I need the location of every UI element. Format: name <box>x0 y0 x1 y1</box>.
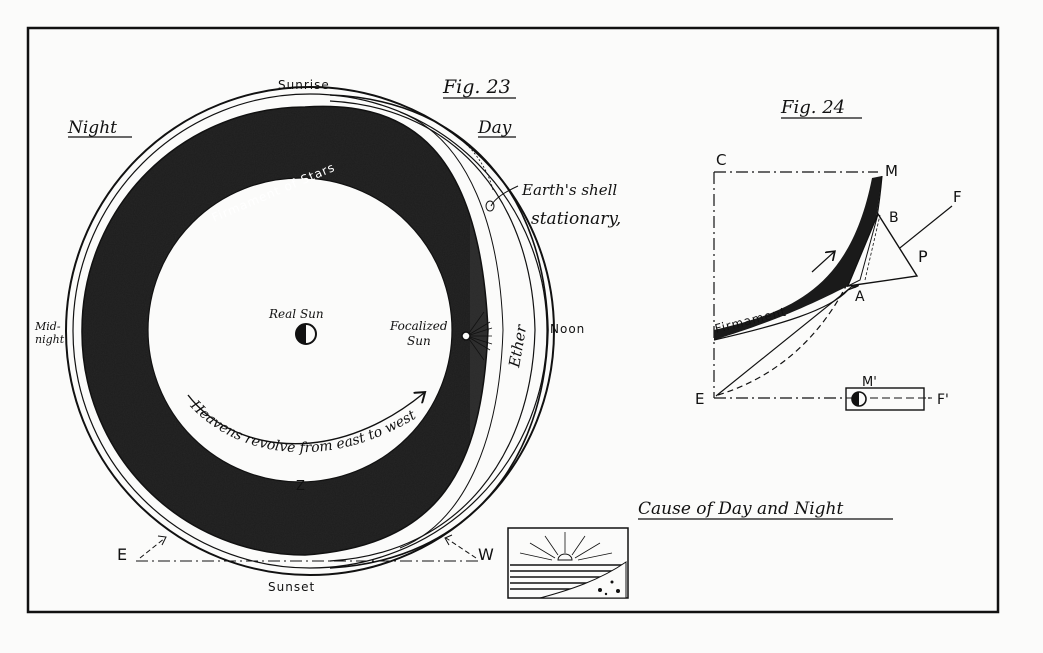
focalized-sun-label-2: Sun <box>407 334 431 348</box>
midnight-label-1: Mid- <box>34 320 61 333</box>
point-c-label: C <box>716 151 726 169</box>
day-label: Day <box>477 118 512 138</box>
sunrise-inset <box>507 527 629 599</box>
fig24-diagram <box>713 171 953 411</box>
fig23-title: Fig. 23 <box>442 76 511 98</box>
sunset-label: Sunset <box>268 580 315 594</box>
outer-frame <box>26 26 1000 614</box>
real-sun-label: Real Sun <box>268 307 324 321</box>
point-f-label: F <box>953 188 962 206</box>
point-a-label: A <box>855 289 865 305</box>
west-label: W <box>478 545 494 564</box>
point-e-label: E <box>695 390 704 408</box>
east-label: E <box>117 545 127 564</box>
real-sun-icon <box>295 323 317 345</box>
earth-shell-label-1: Earth's shell <box>521 181 617 199</box>
point-b-label: B <box>889 210 899 226</box>
curved-path <box>717 179 881 396</box>
fig23-diagram <box>60 86 555 576</box>
point-p-label: P <box>918 247 928 266</box>
zenith-label: Z <box>296 479 305 494</box>
point-m-label: M <box>885 162 898 180</box>
noon-label: Noon <box>550 322 585 336</box>
fig24-firmament-band <box>714 176 882 340</box>
point-m-prime-label: M' <box>862 375 877 390</box>
fig24-title: Fig. 24 <box>780 97 845 118</box>
point-f-prime-label: F' <box>937 392 949 408</box>
sunrise-label: Sunrise <box>278 78 330 92</box>
m-prime-sun-icon <box>851 391 867 407</box>
focalized-sun-icon <box>461 311 493 361</box>
focalized-sun-label-1: Focalized <box>389 319 448 333</box>
heavens-arrow <box>187 393 424 445</box>
midnight-label-2: night <box>35 333 65 346</box>
caption: Cause of Day and Night <box>638 499 843 519</box>
earth-shell-label-2: stationary, <box>531 209 621 229</box>
m-prime-box <box>845 387 925 411</box>
night-label: Night <box>67 118 117 138</box>
